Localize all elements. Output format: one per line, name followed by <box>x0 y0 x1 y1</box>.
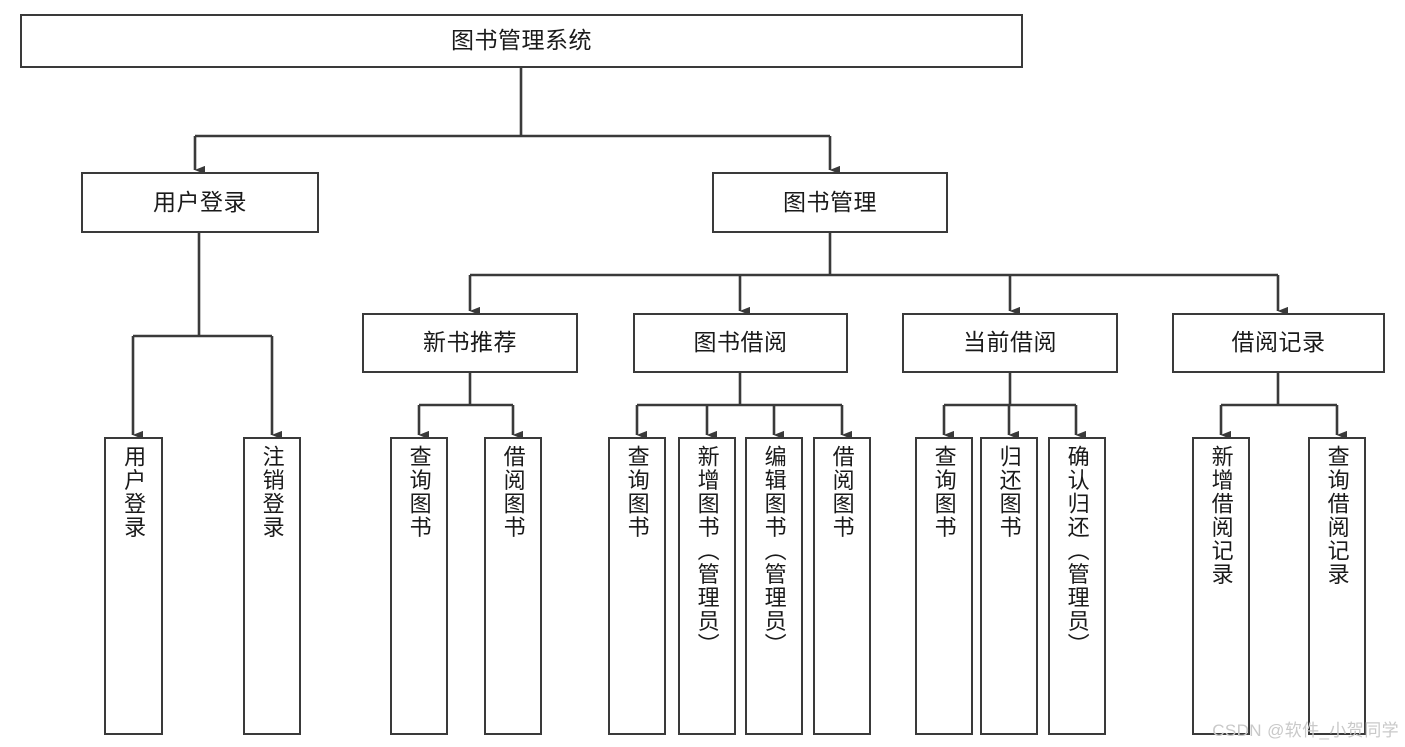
leaf-confirm-return-admin[interactable]: 确认归还（管理员） <box>1048 437 1106 735</box>
node-label: 图书管理系统 <box>451 27 592 54</box>
leaf-logout[interactable]: 注销登录 <box>243 437 301 735</box>
node-label: 新增借阅记录 <box>1208 445 1234 586</box>
node-label: 确认归还（管理员） <box>1064 445 1090 657</box>
leaf-return-book[interactable]: 归还图书 <box>980 437 1038 735</box>
node-label: 借阅图书 <box>829 445 855 539</box>
leaf-query-borrow-record[interactable]: 查询借阅记录 <box>1308 437 1366 735</box>
node-current-borrow[interactable]: 当前借阅 <box>902 313 1118 373</box>
node-label: 查询图书 <box>406 445 432 539</box>
node-book-borrow[interactable]: 图书借阅 <box>633 313 848 373</box>
node-label: 用户登录 <box>153 188 247 215</box>
leaf-edit-book-admin[interactable]: 编辑图书（管理员） <box>745 437 803 735</box>
node-label: 借阅图书 <box>500 445 526 539</box>
leaf-user-login[interactable]: 用户登录 <box>104 437 163 735</box>
node-root-system[interactable]: 图书管理系统 <box>20 14 1023 68</box>
leaf-add-borrow-record[interactable]: 新增借阅记录 <box>1192 437 1250 735</box>
node-label: 归还图书 <box>996 445 1022 539</box>
node-label: 用户登录 <box>121 445 147 539</box>
node-label: 查询图书 <box>931 445 957 539</box>
node-label: 图书借阅 <box>693 329 788 356</box>
leaf-add-book-admin[interactable]: 新增图书（管理员） <box>678 437 736 735</box>
node-label: 新书推荐 <box>423 329 517 356</box>
node-borrow-record[interactable]: 借阅记录 <box>1172 313 1385 373</box>
node-label: 查询图书 <box>624 445 650 539</box>
node-label: 注销登录 <box>259 445 285 539</box>
node-new-book-recommend[interactable]: 新书推荐 <box>362 313 578 373</box>
leaf-query-book-1[interactable]: 查询图书 <box>390 437 448 735</box>
node-user-login[interactable]: 用户登录 <box>81 172 319 233</box>
leaf-borrow-book-2[interactable]: 借阅图书 <box>813 437 871 735</box>
node-book-manage[interactable]: 图书管理 <box>712 172 948 233</box>
node-label: 新增图书（管理员） <box>694 445 720 657</box>
node-label: 图书管理 <box>783 188 877 215</box>
node-label: 编辑图书（管理员） <box>761 445 787 657</box>
leaf-borrow-book-1[interactable]: 借阅图书 <box>484 437 542 735</box>
node-label: 借阅记录 <box>1231 329 1326 356</box>
leaf-query-book-3[interactable]: 查询图书 <box>915 437 973 735</box>
watermark: CSDN @软件_小贺同学 <box>1212 721 1399 740</box>
leaf-query-book-2[interactable]: 查询图书 <box>608 437 666 735</box>
node-label: 查询借阅记录 <box>1324 445 1350 586</box>
node-label: 当前借阅 <box>963 329 1057 356</box>
